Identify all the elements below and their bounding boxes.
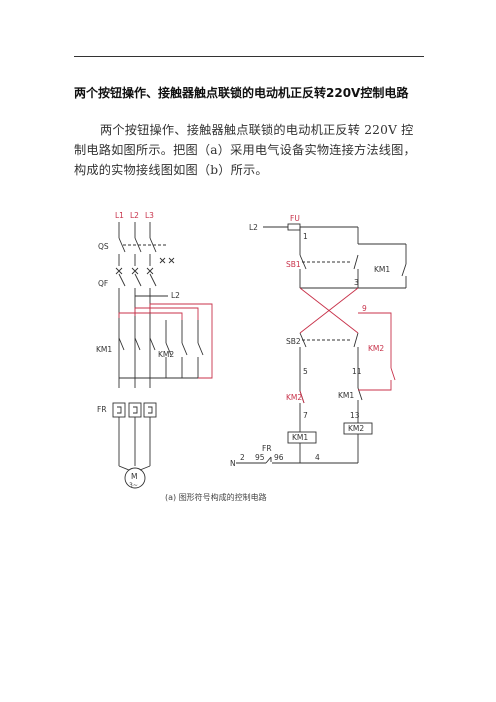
label-km2-coil: KM2 <box>348 424 364 433</box>
circuit-diagram: L1 L2 L3 QS QF L2 KM1 KM2 FR M 3~ <box>96 211 407 502</box>
label-motor-sub: 3~ <box>129 482 138 489</box>
figure-caption: (a) 图形符号构成的控制电路 <box>165 492 267 502</box>
label-node-96: 96 <box>274 453 284 462</box>
label-km2-interlock: KM2 <box>286 393 302 402</box>
label-km1-hold: KM1 <box>374 265 390 274</box>
label-fr-main: FR <box>97 405 107 414</box>
label-node-11: 11 <box>352 367 362 376</box>
label-fr-ctrl: FR <box>262 444 272 453</box>
label-km2-main: KM2 <box>158 350 174 359</box>
label-qs: QS <box>98 242 109 251</box>
label-sb1: SB1 <box>286 260 301 269</box>
label-km1-main: KM1 <box>96 345 112 354</box>
label-km1-coil: KM1 <box>292 433 308 442</box>
label-node-4: 4 <box>315 453 320 462</box>
label-fu: FU <box>290 214 300 223</box>
label-ctrl-l2: L2 <box>249 223 258 232</box>
label-node-3: 3 <box>354 278 359 287</box>
label-motor: M <box>131 472 137 481</box>
label-qf: QF <box>98 279 108 288</box>
label-l3: L3 <box>145 211 154 220</box>
label-km1-interlock: KM1 <box>338 391 354 400</box>
label-node-9: 9 <box>362 304 367 313</box>
label-km2-hold: KM2 <box>368 344 384 353</box>
article-title: 两个按钮操作、接触器触点联锁的电动机正反转220V控制电路 <box>74 86 409 100</box>
label-l2: L2 <box>130 211 139 220</box>
label-node-7: 7 <box>303 411 308 420</box>
paragraph-text: 两个按钮操作、接触器触点联锁的电动机正反转 220V 控制电路如图所示。把图（a… <box>74 123 416 177</box>
label-node-5: 5 <box>303 367 308 376</box>
label-node-95: 95 <box>255 453 265 462</box>
label-l2-tap: L2 <box>171 291 180 300</box>
label-sb2: SB2 <box>286 337 301 346</box>
label-node-2: 2 <box>240 453 245 462</box>
label-n: N <box>230 459 236 468</box>
article-paragraph: 两个按钮操作、接触器触点联锁的电动机正反转 220V 控制电路如图所示。把图（a… <box>74 120 424 180</box>
top-divider <box>74 56 424 57</box>
label-node-13: 13 <box>350 411 360 420</box>
label-node-1: 1 <box>303 232 308 241</box>
label-l1: L1 <box>115 211 124 220</box>
